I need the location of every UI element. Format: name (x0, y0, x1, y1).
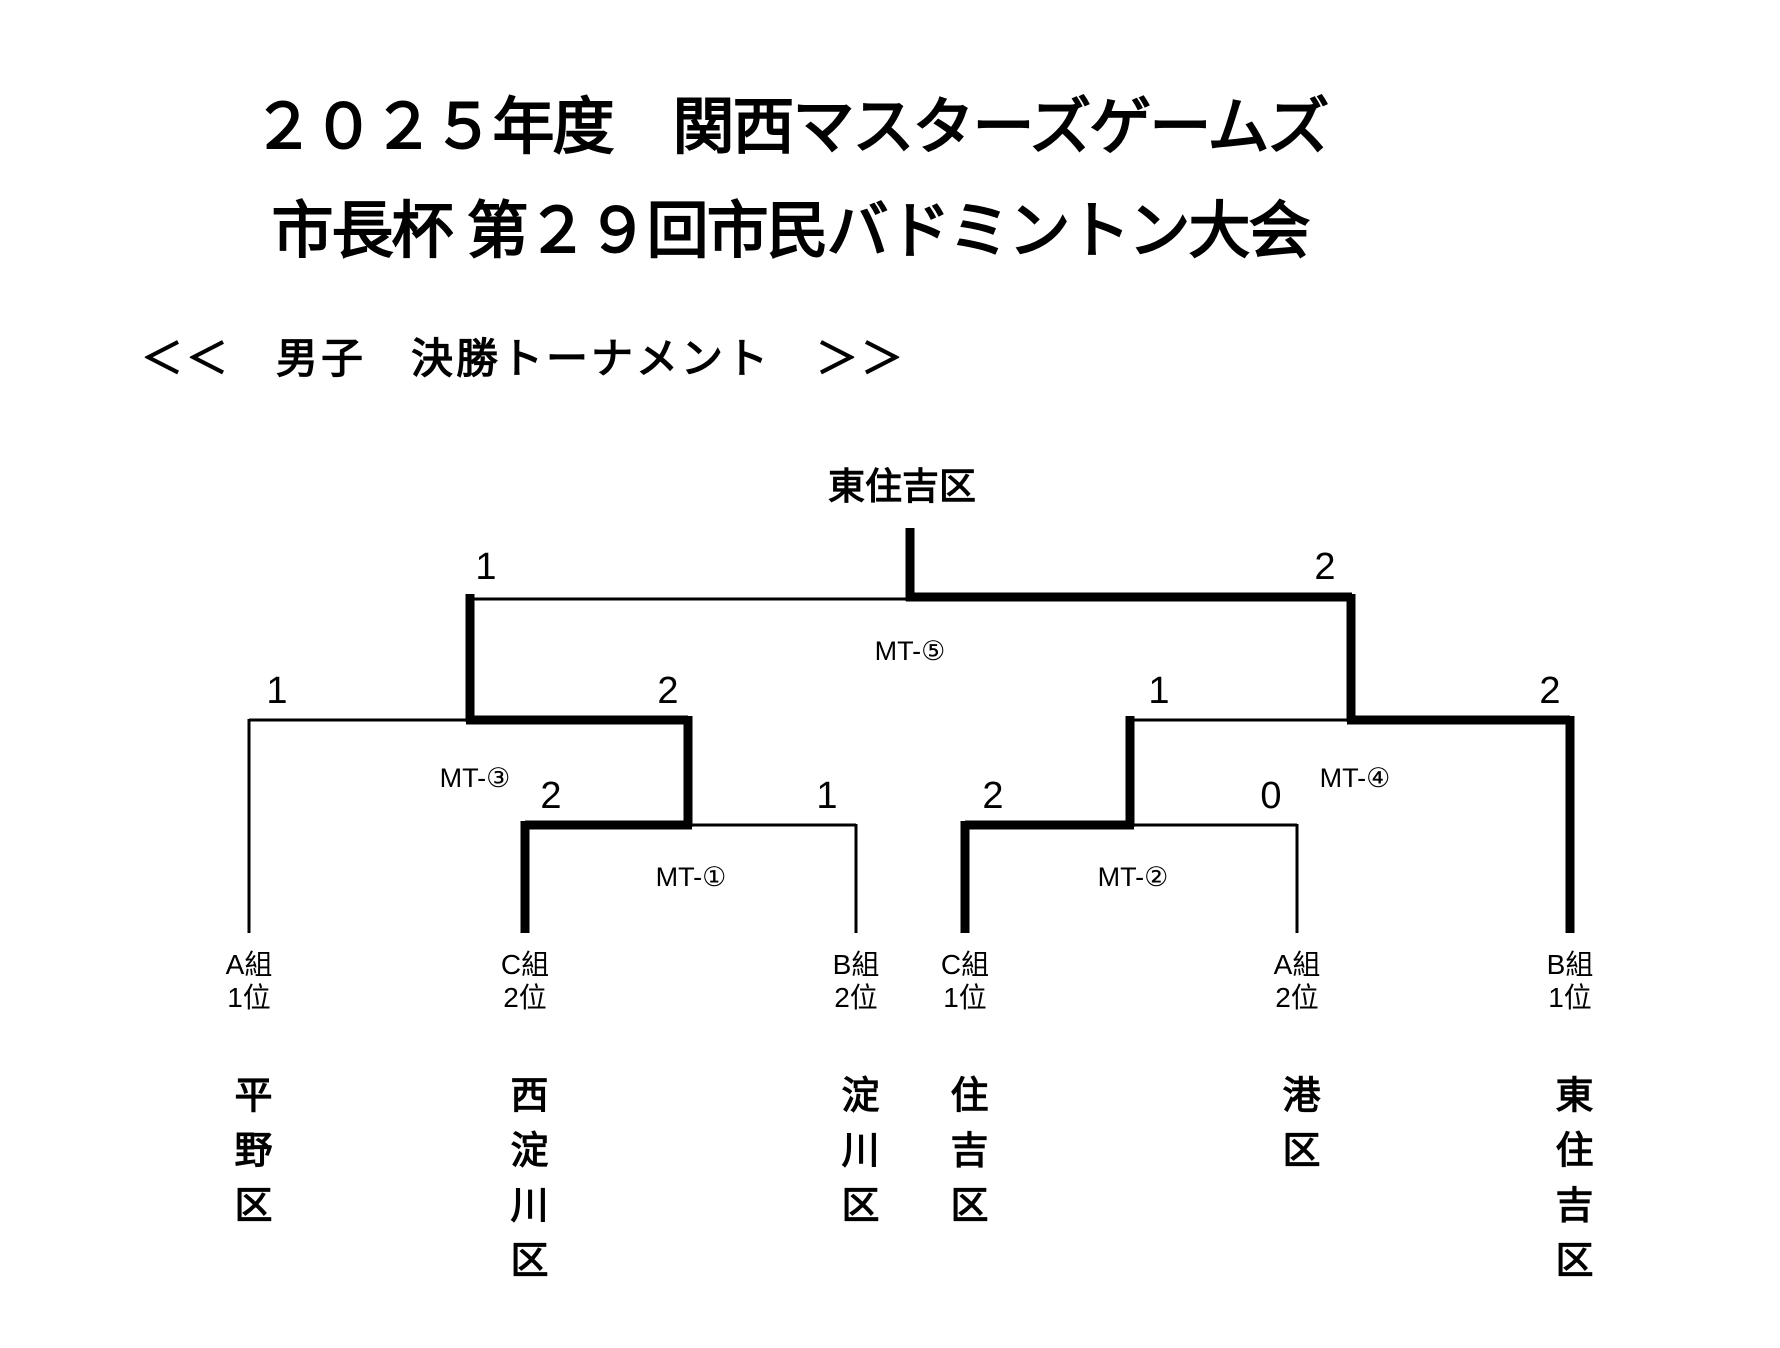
match-label-mt2: MT-② (1097, 862, 1169, 892)
score-mt5-right: 2 (1314, 546, 1336, 588)
score-mt5-left: 1 (475, 546, 497, 588)
leaf-rank-4: 2位 (1275, 982, 1319, 1013)
leaf-rank-5: 1位 (1548, 982, 1592, 1013)
leaf-rank-2: 2位 (834, 982, 878, 1013)
leaf-label-3: C組 1位 (941, 948, 989, 1014)
leaf-label-1: C組 2位 (501, 948, 549, 1014)
score-mt1-right: 1 (816, 775, 838, 817)
team-name-2: 淀川区 (835, 1075, 877, 1240)
leaf-label-0: A組 1位 (226, 948, 273, 1014)
leaf-rank-3: 1位 (943, 982, 987, 1013)
leaf-group-1: C組 (500, 949, 550, 980)
leaf-label-5: B組 1位 (1547, 948, 1594, 1014)
team-name-5: 東住吉区 (1549, 1075, 1591, 1295)
leaf-rank-0: 1位 (227, 982, 271, 1013)
team-name-1: 西淀川区 (504, 1075, 546, 1295)
match-label-mt1: MT-① (655, 862, 727, 892)
champion-name: 東住吉区 (828, 466, 976, 507)
score-mt3-right: 2 (657, 670, 679, 712)
score-mt3-left: 1 (266, 670, 288, 712)
leaf-group-2: B組 (832, 949, 880, 980)
leaf-group-0: A組 (225, 949, 273, 980)
leaf-label-2: B組 2位 (833, 948, 880, 1014)
match-label-mt4: MT-④ (1319, 763, 1391, 793)
match-label-mt5: MT-⑤ (874, 636, 946, 666)
team-name-0: 平野区 (228, 1075, 270, 1240)
leaf-group-3: C組 (940, 949, 990, 980)
leaf-group-5: B組 (1546, 949, 1594, 980)
score-mt2-left: 2 (982, 775, 1004, 817)
score-mt2-right: 0 (1260, 775, 1282, 817)
score-mt4-left: 1 (1148, 670, 1170, 712)
leaf-rank-1: 2位 (503, 982, 547, 1013)
leaf-label-4: A組 2位 (1274, 948, 1321, 1014)
page-title-line2: 市長杯 第２９回市民バドミントン大会 (271, 197, 1310, 266)
score-mt1-left: 2 (540, 775, 562, 817)
team-name-4: 港区 (1276, 1075, 1318, 1185)
leaf-group-4: A組 (1273, 949, 1321, 980)
team-name-3: 住吉区 (944, 1075, 986, 1240)
score-mt4-right: 2 (1539, 670, 1561, 712)
match-label-mt3: MT-③ (439, 763, 511, 793)
page-title-line1: ２０２５年度 関西マスターズゲームズ (252, 93, 1329, 162)
section-subtitle: ＜＜ 男子 決勝トーナメント ＞＞ (141, 335, 907, 382)
